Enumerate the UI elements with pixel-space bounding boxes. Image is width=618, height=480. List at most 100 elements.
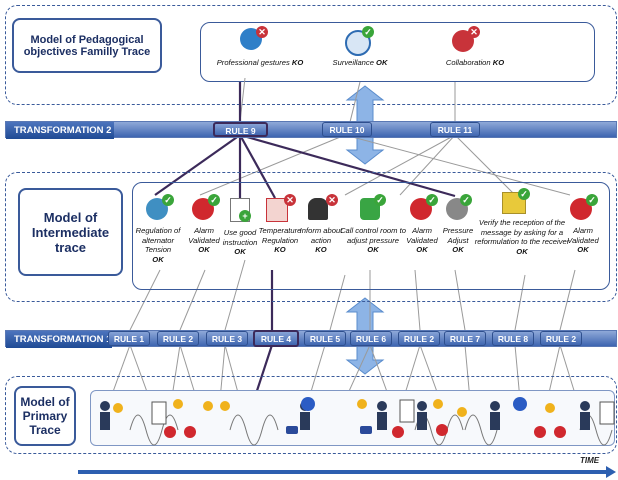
- bulb-icon: [457, 407, 467, 417]
- item-7-label: Alarm Validated: [406, 226, 438, 245]
- info-icon: [513, 397, 527, 411]
- t1-rule-4: RULE 4: [253, 330, 299, 347]
- item-3-label: Use good instruction: [222, 228, 258, 247]
- item-6-label: Call control room to adjust pressure: [340, 226, 406, 245]
- ko-cross-icon: ✕: [284, 194, 296, 206]
- waveform-icon: [229, 414, 279, 446]
- transformation2-band: TRANSFORMATION 2: [5, 121, 617, 139]
- t1-rule-3: RULE 3: [206, 331, 248, 346]
- phone-icon: [286, 426, 298, 434]
- gauge-icon: [399, 399, 415, 423]
- ok-check-icon: ✓: [586, 194, 598, 206]
- alarm-icon: [554, 426, 566, 438]
- t1-rule-10: RULE 2: [540, 331, 582, 346]
- t1-rule-8: RULE 7: [444, 331, 486, 346]
- bulb-icon: [173, 399, 183, 409]
- ok-check-icon: ✓: [426, 194, 438, 206]
- time-arrow-head: [606, 466, 616, 478]
- item-4-status: KO: [274, 245, 286, 254]
- top-model-title-line1: Model of Pedagogical: [30, 33, 144, 46]
- item-2-status: OK: [198, 245, 210, 254]
- ok-check-icon: ✓: [362, 26, 374, 38]
- item-4-label: Temperature Regulation: [258, 226, 302, 245]
- item-6-status: OK: [367, 245, 379, 254]
- speaking-head-icon: [308, 198, 328, 220]
- item-9-label: Verify the reception of the message by a…: [474, 218, 570, 246]
- t1-rule-6: RULE 6: [350, 331, 392, 346]
- ok-check-icon: ✓: [374, 194, 386, 206]
- bulb-icon: [203, 401, 213, 411]
- ko-cross-icon: ✕: [256, 26, 268, 38]
- top-items-panel: [200, 22, 595, 82]
- rule-9: RULE 9: [213, 122, 268, 137]
- professional-gestures-item: ✕ Professional gestures KO: [210, 26, 310, 78]
- item-5-status: KO: [315, 245, 327, 254]
- operator-icon: [417, 401, 427, 411]
- intermediate-model-frame: [5, 172, 617, 302]
- primary-model-title: Model of Primary Trace: [14, 386, 76, 446]
- transformation1-title: TRANSFORMATION 1: [6, 331, 112, 348]
- bulb-icon: [357, 399, 367, 409]
- phone-icon: [360, 426, 372, 434]
- operator-body: [100, 412, 110, 430]
- ok-check-icon: ✓: [460, 194, 472, 206]
- ok-check-icon: ✓: [518, 188, 530, 200]
- item-3-status: OK: [234, 247, 246, 256]
- time-axis: [78, 470, 608, 474]
- ok-check-icon: +: [239, 210, 251, 222]
- primary-events: [100, 397, 615, 446]
- operator-icon: [490, 401, 500, 411]
- transformation2-title: TRANSFORMATION 2: [6, 122, 114, 139]
- item-10-status: OK: [577, 245, 589, 254]
- rule-10: RULE 10: [322, 122, 372, 137]
- t1-rule-9: RULE 8: [492, 331, 534, 346]
- rule-11: RULE 11: [430, 122, 480, 137]
- bulb-icon: [220, 401, 230, 411]
- surveillance-status: OK: [376, 58, 388, 67]
- bulb-icon: [545, 403, 555, 413]
- waveform-icon: [129, 414, 179, 446]
- waveform-icon: [464, 414, 498, 446]
- alarm-icon: [534, 426, 546, 438]
- thermometer-icon: [266, 198, 288, 222]
- primary-model-frame: [5, 376, 617, 454]
- professional-gestures-label: Professional gestures: [216, 58, 290, 67]
- item-10-label: Alarm Validated: [567, 226, 599, 245]
- item-2-label: Alarm Validated: [188, 226, 220, 245]
- collaboration-status: KO: [492, 58, 505, 67]
- gauge-icon: [151, 401, 167, 425]
- operator-icon: [100, 401, 110, 411]
- intermediate-items-panel: [132, 182, 610, 290]
- professional-gestures-status: KO: [291, 58, 304, 67]
- surveillance-label: Surveillance: [332, 58, 374, 67]
- item-1-status: OK: [152, 254, 164, 264]
- bulb-icon: [433, 399, 443, 409]
- t1-rule-5: RULE 5: [304, 331, 346, 346]
- alarm-icon: [184, 426, 196, 438]
- surveillance-item: ✓ Surveillance OK: [320, 26, 400, 78]
- alarm-icon: [392, 426, 404, 438]
- operator-icon: [580, 401, 590, 411]
- t1-rule-7: RULE 2: [398, 331, 440, 346]
- collaboration-label: Collaboration: [445, 58, 491, 67]
- top-model-title: Model of Pedagogical objectives Familly …: [12, 18, 162, 73]
- t1-rule-2: RULE 2: [157, 331, 199, 346]
- operator-icon: [377, 401, 387, 411]
- ko-cross-icon: ✕: [468, 26, 480, 38]
- ok-check-icon: ✓: [162, 194, 174, 206]
- item-8-label: Pressure Adjust: [442, 226, 474, 245]
- gauge-icon: [599, 401, 615, 425]
- top-model-frame: [5, 5, 617, 105]
- intermediate-model-title: Model of Intermediate trace: [18, 188, 123, 276]
- alarm-icon: [164, 426, 176, 438]
- bulb-icon: [113, 403, 123, 413]
- collaboration-item: ✕ Collaboration KO: [420, 26, 520, 78]
- item-9-status: OK: [516, 246, 528, 256]
- item-8-status: OK: [452, 245, 464, 254]
- item-5-label: Inform about action: [299, 226, 343, 245]
- time-label: TIME: [580, 456, 600, 465]
- ok-check-icon: ✓: [208, 194, 220, 206]
- alarm-icon: [436, 424, 448, 436]
- ko-cross-icon: ✕: [326, 194, 338, 206]
- info-icon: [301, 397, 315, 411]
